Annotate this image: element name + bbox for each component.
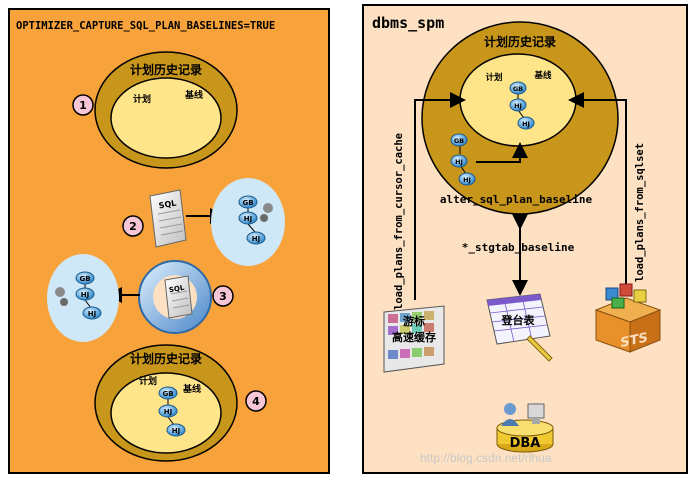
svg-text:4: 4 [252,395,260,408]
load-cursor-label: load_plans_from_cursor_cache [393,133,405,310]
left-panel-title: OPTIMIZER_CAPTURE_SQL_PLAN_BASELINES=TRU… [16,20,276,32]
spm-plan-history-ring: GB HJ HJ GB HJ HJ [421,21,619,215]
staging-table-icon [486,293,553,362]
sts-label: STS [620,330,648,351]
sql-cycle-label: SQL [168,284,185,295]
dba-icon [496,403,554,453]
svg-text:HJ: HJ [244,215,252,223]
cursor-cache-icon [383,305,445,373]
svg-text:HJ: HJ [252,235,260,243]
plan-history-ring-4: GB HJ HJ [94,344,238,462]
watermark: http://blog.csdn.net/rlhua [420,451,552,465]
load-sqlset-label: load_plans_from_sqlset [634,143,646,282]
baseline-label-1: 基线 [184,89,203,101]
svg-text:GB: GB [242,199,253,207]
svg-text:GB: GB [454,137,464,145]
svg-text:GB: GB [79,275,90,283]
sql-document-icon [149,189,187,248]
arrow-load-sqlset [568,92,627,290]
plan-label-4: 计划 [139,375,157,387]
generated-plan-bubble: GB HJ HJ [211,178,285,266]
step-badge-4: 4 [245,390,267,412]
reparse-cycle-icon [138,260,212,334]
plan-history-ring-1 [94,51,238,169]
svg-text:HJ: HJ [522,120,530,128]
spm-history-label: 计划历史记录 [484,34,556,49]
sql-document-label: SQL [158,199,177,211]
history-label-4: 计划历史记录 [130,351,202,366]
svg-text:HJ: HJ [81,291,89,299]
svg-text:HJ: HJ [463,176,471,184]
reused-plan-bubble: GB HJ HJ [47,254,119,342]
svg-text:HJ: HJ [514,102,522,110]
dba-label: DBA [510,436,541,451]
stgtab-label: *_stgtab_baseline [462,241,575,254]
svg-text:3: 3 [219,290,227,303]
svg-text:HJ: HJ [455,158,463,166]
arrow-load-cursor [414,92,466,300]
baseline-label-4: 基线 [182,383,201,395]
gear-icon [260,203,273,222]
spm-plan-label: 计划 [485,72,502,83]
step-badge-1: 1 [72,94,94,116]
right-panel-title: dbms_spm [372,14,445,32]
svg-text:1: 1 [79,99,87,112]
arrow-alter-plan [476,142,528,163]
svg-text:GB: GB [162,390,173,398]
svg-text:HJ: HJ [164,408,172,416]
right-panel: dbms_spm [362,4,688,474]
cursor-cache-label-2: 高速缓存 [392,330,436,344]
svg-text:HJ: HJ [88,310,96,318]
history-label-1: 计划历史记录 [130,62,202,77]
sts-box-icon [594,283,662,353]
gear-icon [55,287,68,306]
alter-label: alter_sql_plan_baseline [440,193,593,206]
plan-label-1: 计划 [133,93,151,105]
cursor-cache-label-1: 游标 [403,314,425,328]
step-badge-2: 2 [122,215,144,237]
spm-baseline-label: 基线 [533,70,552,81]
staging-table-label: 登台表 [501,313,536,327]
svg-text:HJ: HJ [172,427,180,435]
step-badge-3: 3 [212,285,234,307]
svg-text:2: 2 [129,220,137,233]
svg-text:GB: GB [513,85,523,93]
